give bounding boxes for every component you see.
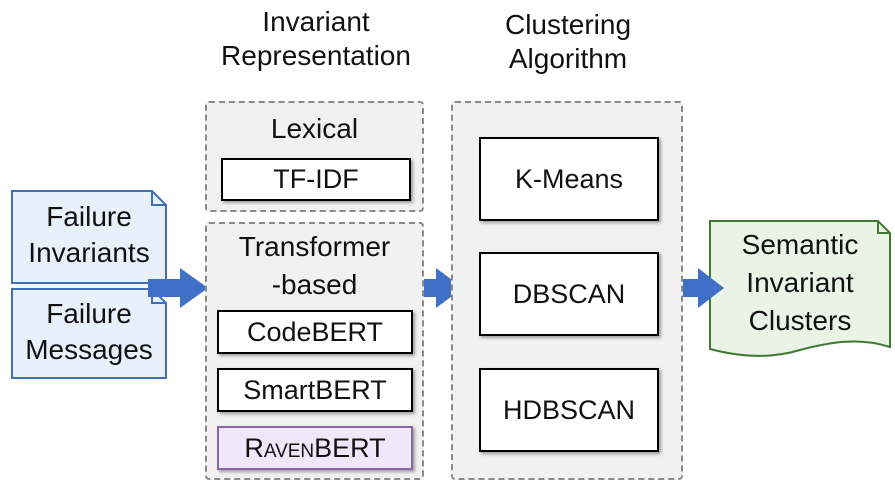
output-line3: Clusters <box>748 305 852 336</box>
dbscan-label: DBSCAN <box>512 278 626 309</box>
ravenbert-prefix: R <box>244 432 264 463</box>
smartbert-box: SmartBERT <box>217 368 413 412</box>
dbscan-box: DBSCAN <box>479 252 659 336</box>
ravenbert-suffix: BERT <box>314 432 386 463</box>
codebert-label: CodeBERT <box>246 316 384 347</box>
failure-invariants-doc-shape <box>11 190 167 284</box>
kmeans-label: K-Means <box>514 163 624 194</box>
lexical-title: Lexical <box>270 113 359 144</box>
smartbert-label: SmartBERT <box>243 374 387 405</box>
clustering-header-line1: Clustering <box>504 9 632 40</box>
output-doc: Semantic Invariant Clusters <box>710 226 890 344</box>
tfidf-box: TF-IDF <box>221 158 411 201</box>
failure-messages-line1: Failure <box>46 298 132 329</box>
representation-header-line1: Invariant <box>262 6 370 37</box>
failure-messages-line2: Messages <box>25 334 153 365</box>
clustering-header-line2: Algorithm <box>508 43 628 74</box>
failure-messages-doc-shape <box>11 288 167 379</box>
transformer-title-line2: -based <box>271 269 358 300</box>
hdbscan-box: HDBSCAN <box>479 368 659 452</box>
output-line1: Semantic <box>741 229 859 260</box>
output-line2: Invariant <box>746 267 854 298</box>
representation-header-line2: Representation <box>221 40 411 71</box>
ravenbert-label: RavenBERT <box>244 433 385 464</box>
tfidf-label: TF-IDF <box>273 164 359 194</box>
representation-header: Invariant Representation <box>200 5 432 73</box>
lexical-group: Lexical TF-IDF <box>205 101 424 212</box>
clustering-header: Clustering Algorithm <box>446 8 690 76</box>
kmeans-box: K-Means <box>479 137 659 221</box>
failure-invariants-line2: Invariants <box>28 237 150 268</box>
failure-invariants-doc-fold <box>151 191 166 206</box>
transformer-group: Transformer -based CodeBERT SmartBERT Ra… <box>205 222 424 480</box>
output-doc-fold <box>877 221 890 234</box>
codebert-box: CodeBERT <box>217 310 413 354</box>
arrow-clustering-to-output <box>669 268 724 308</box>
transformer-title: Transformer -based <box>207 228 422 304</box>
ravenbert-box: RavenBERT <box>217 426 413 470</box>
arrow-representation-to-clustering <box>405 268 463 308</box>
failure-messages-doc: Failure Messages <box>12 296 166 376</box>
arrow-inputs-to-representation <box>148 268 208 308</box>
failure-invariants-doc: Failure Invariants <box>12 199 166 279</box>
clustering-group: K-Means DBSCAN HDBSCAN <box>451 101 683 480</box>
transformer-title-line1: Transformer <box>238 231 391 262</box>
failure-invariants-line1: Failure <box>46 201 132 232</box>
ravenbert-smallcaps: aven <box>263 432 315 463</box>
hdbscan-label: HDBSCAN <box>502 394 636 425</box>
output-doc-shape <box>709 220 891 357</box>
